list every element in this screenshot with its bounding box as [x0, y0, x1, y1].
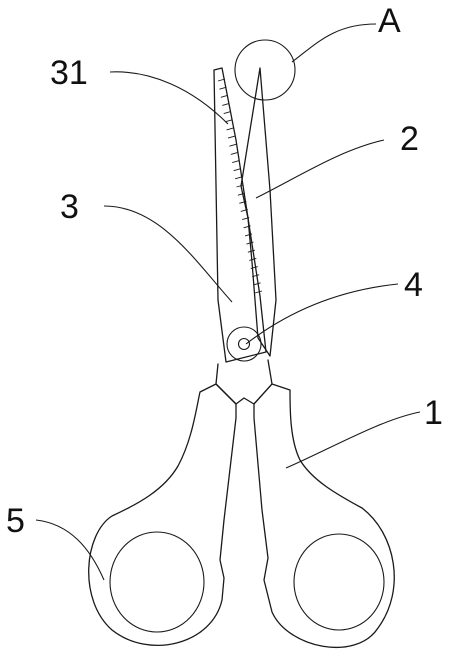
pivot-screw-outer: [226, 326, 262, 362]
serration-tooth: [224, 119, 233, 123]
serration-tooth: [254, 290, 263, 294]
serration-tooth: [234, 176, 243, 180]
label-31: 31: [50, 54, 88, 92]
left-handle-outer: [88, 383, 237, 646]
serration-tooth: [230, 151, 238, 155]
serration-tooth: [243, 225, 251, 229]
serration-tooth: [253, 282, 261, 286]
leader-3: [103, 205, 233, 303]
pivot-screw-inner: [237, 337, 251, 351]
serration-tooth: [237, 192, 246, 196]
leader-a: [291, 23, 377, 63]
label-5: 5: [6, 502, 25, 540]
right-finger-ring: [293, 533, 385, 631]
label-2: 2: [400, 120, 419, 158]
serration-teeth-31: [217, 78, 263, 294]
serration-tooth: [249, 257, 257, 261]
serration-tooth: [227, 135, 236, 139]
label-a: A: [378, 2, 401, 40]
left-finger-ring: [109, 531, 205, 633]
leader-4: [245, 283, 399, 345]
serration-tooth: [220, 94, 228, 98]
serration-tooth: [223, 111, 231, 115]
leader-2: [255, 139, 385, 199]
serration-tooth: [239, 200, 247, 204]
right-handle-outer: [253, 383, 395, 649]
serration-tooth: [236, 184, 244, 188]
serrated-blade-3: [213, 67, 267, 363]
leader-31: [109, 71, 229, 125]
label-3: 3: [60, 188, 79, 226]
plain-blade-2: [240, 67, 277, 357]
serration-tooth: [244, 233, 253, 237]
serration-tooth: [219, 86, 227, 90]
serration-tooth: [222, 103, 230, 106]
serration-tooth: [226, 127, 234, 131]
label-4: 4: [404, 266, 423, 304]
blade-root: [215, 359, 273, 405]
leader-1: [285, 411, 421, 469]
label-1: 1: [424, 394, 443, 432]
serration-tooth: [229, 143, 237, 147]
serration-tooth: [233, 168, 241, 172]
serration-tooth: [232, 160, 240, 163]
detail-circle-a: [234, 39, 296, 101]
leader-5: [35, 519, 105, 581]
serration-tooth: [217, 78, 226, 82]
